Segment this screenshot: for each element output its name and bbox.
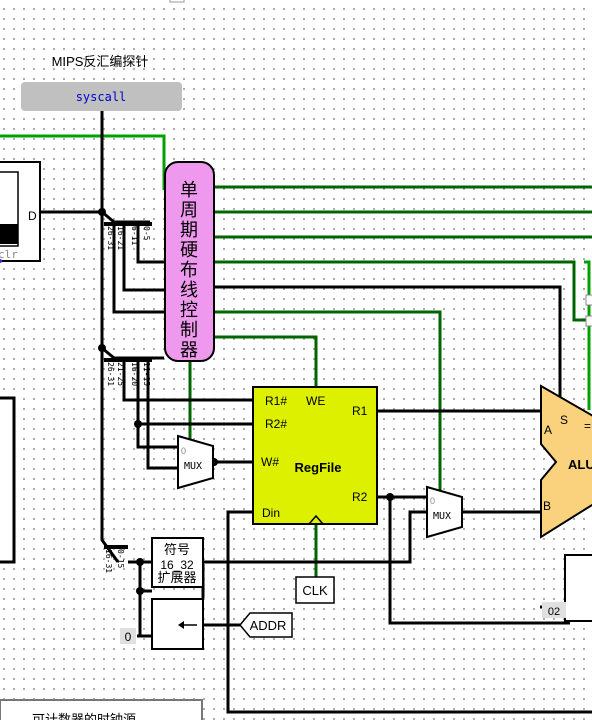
splitter-top-bit-2: 6-11 — [130, 226, 139, 245]
pc-port-d: D — [28, 209, 37, 223]
splitter-top-bit-1: 16-21 — [116, 226, 125, 250]
const-02: 02 — [548, 606, 560, 618]
splitter-mid: 26-31 21-25 16-20 11-15 — [104, 358, 152, 386]
alu-src-mux[interactable] — [426, 485, 463, 539]
splitter-top-bit-0: 26-31 — [106, 226, 115, 250]
splitter-mid-bit-1: 21-25 — [116, 362, 125, 386]
left-memory-edge — [0, 396, 16, 564]
pc-clr-label: clr — [0, 248, 18, 261]
alu-mux-input0: 0 — [430, 496, 435, 506]
sign-ext-line2: 16_32 — [160, 558, 194, 572]
const-02-box — [542, 602, 566, 618]
regfile-port-r2-in: R2# — [265, 417, 287, 431]
regfile-title: RegFile — [295, 460, 342, 475]
handle-icon — [585, 315, 592, 327]
controller-label-text: 单周期硬布线控制器 — [180, 180, 198, 361]
alu-mux-title: MUX — [433, 511, 451, 522]
alu-flag-wire — [584, 260, 591, 410]
splitter-top: 26-31 16-21 6-11 0-5 — [104, 222, 152, 250]
addr-label: ADDR — [250, 618, 287, 633]
splitter-low-bit-0: 16-31 — [104, 549, 113, 573]
clk-tunnel[interactable] — [295, 576, 335, 604]
control-signal-wires — [188, 185, 592, 577]
splitter-mid-bit-2: 16-20 — [130, 362, 139, 386]
addr-tunnel[interactable] — [239, 612, 293, 638]
counter-clock-box[interactable] — [0, 699, 203, 720]
alu-port-eq: = — [584, 419, 591, 433]
splitter-mid-bit-3: 11-15 — [142, 362, 151, 386]
probe-value: syscall — [76, 90, 127, 104]
disassembly-probe[interactable] — [21, 82, 182, 111]
regfile-clock-marker — [308, 514, 324, 525]
address-selector[interactable] — [151, 598, 204, 650]
regfile-port-r1-out: R1 — [352, 404, 368, 418]
clk-label: CLK — [302, 583, 328, 598]
splitter-low-bit-1: 0-15 — [116, 549, 125, 568]
green-wires — [0, 134, 166, 190]
bottom-note: 可计数器的时钟源 — [32, 712, 136, 720]
const-zero: 0 — [125, 630, 132, 644]
splitter-top-bit-3: 0-5 — [142, 226, 151, 241]
top-edge-element — [169, 0, 185, 3]
regfile-port-w-in: W# — [261, 455, 279, 469]
sign-ext-line1: 符号 — [164, 542, 190, 557]
alu[interactable] — [540, 384, 592, 539]
pc-clr-pin — [0, 259, 2, 263]
regfile-port-r1-in: R1# — [265, 394, 287, 408]
right-component[interactable] — [564, 554, 592, 622]
reg-mux-input0: 0 — [181, 446, 186, 456]
sign-extender[interactable] — [151, 537, 204, 588]
const-zero-box — [120, 628, 136, 644]
alu-port-b: B — [543, 499, 551, 513]
alu-port-a: A — [544, 423, 552, 437]
regfile-port-r2-out: R2 — [352, 490, 368, 504]
regfile-port-we: WE — [306, 394, 325, 408]
regfile-port-din: Din — [262, 506, 280, 520]
pc-indicator — [0, 224, 18, 244]
handle-icon — [585, 294, 592, 306]
register-file[interactable] — [252, 386, 378, 525]
alu-port-s: S — [560, 413, 568, 427]
alu-title: ALU — [568, 457, 592, 472]
splitter-low: 16-31 0-15 — [104, 545, 128, 573]
hardwired-controller[interactable] — [164, 161, 215, 362]
reg-mux-title: MUX — [184, 461, 202, 472]
controller-label: 单周期硬布线控制器 — [180, 180, 198, 361]
splitter-mid-bit-0: 26-31 — [106, 362, 115, 386]
probe-title: MIPS反汇编探针 — [52, 54, 149, 69]
reg-write-mux[interactable] — [177, 434, 214, 490]
arrow-left-icon — [178, 621, 197, 629]
sign-ext-line3: 扩展器 — [157, 570, 196, 585]
